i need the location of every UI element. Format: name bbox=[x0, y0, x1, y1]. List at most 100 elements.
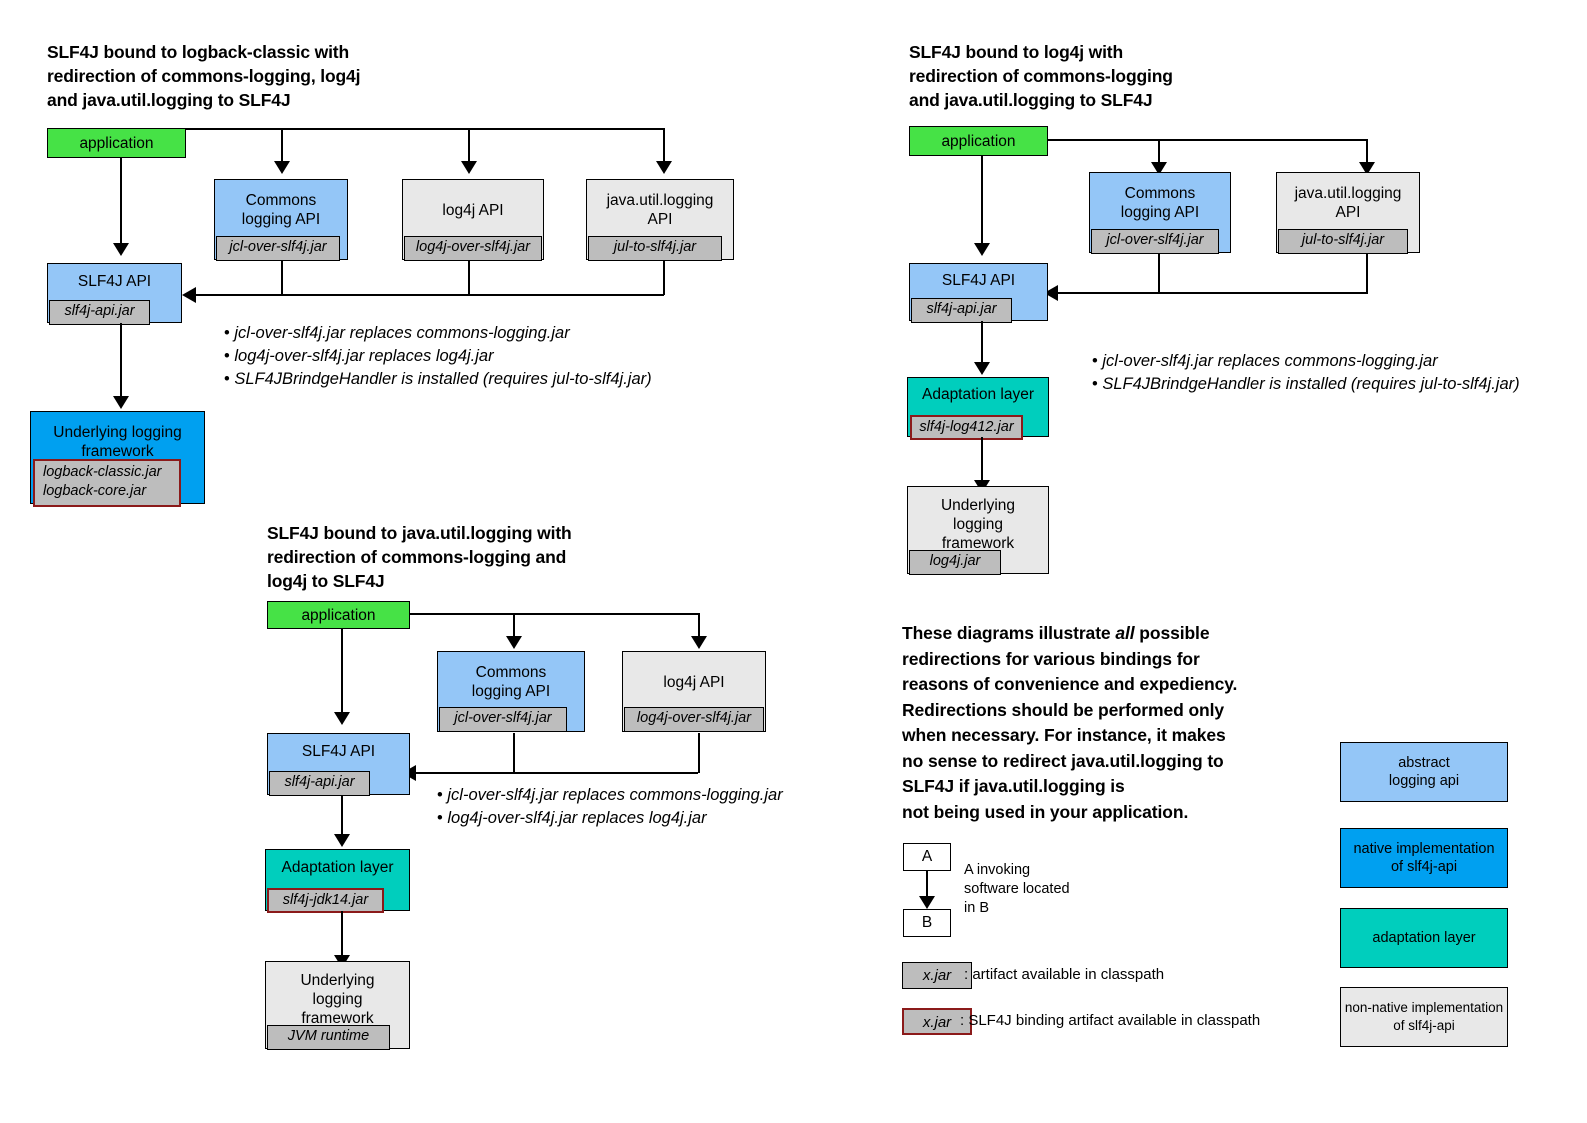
logback-bus-top-drop-commons bbox=[281, 128, 283, 166]
logback-bus-top-drop-jul bbox=[663, 128, 665, 166]
jul-underlying-jar-chip: JVM runtime bbox=[267, 1025, 390, 1050]
logback-jul-jar-chip: jul-to-slf4j.jar bbox=[588, 236, 722, 261]
jul-log4j-api-label: log4j API bbox=[663, 674, 725, 691]
legend-swatch-adaptation-layer: adaptation layer bbox=[1340, 908, 1508, 968]
log4j-slf4j-api-label: SLF4J API bbox=[941, 272, 1016, 289]
jul-notes-list: jcl-over-slf4j.jar replaces commons-logg… bbox=[437, 784, 782, 830]
jul-slf4j-api-jar-chip: slf4j-api.jar bbox=[269, 771, 370, 796]
jul-bus-top bbox=[410, 613, 700, 615]
log4j-application-node: application bbox=[909, 126, 1048, 156]
log4j-commons-logging-api-label: Commons logging API bbox=[1120, 185, 1200, 221]
log4j-bus-top bbox=[1048, 139, 1368, 141]
legend-node-b-label: B bbox=[921, 914, 933, 931]
logback-note-1: jcl-over-slf4j.jar replaces commons-logg… bbox=[224, 322, 652, 345]
log4j-slf4j-api-jar-chip: slf4j-api.jar bbox=[911, 298, 1012, 323]
legend-swatch-abstract-logging-api-label: abstract logging api bbox=[1388, 755, 1460, 789]
log4j-note-2: SLF4JBrindgeHandler is installed (requir… bbox=[1092, 373, 1519, 396]
logback-application-node: application bbox=[47, 128, 186, 158]
log4j-adaptation-layer-label: Adaptation layer bbox=[921, 386, 1035, 403]
legend-invoke-caption: A invoking software located in B bbox=[964, 862, 1070, 916]
legend-swatch-non-native-implementation-label: non-native implementation of slf4j-api bbox=[1344, 1000, 1504, 1033]
logback-note-3: SLF4JBrindgeHandler is installed (requir… bbox=[224, 368, 651, 391]
log4j-return-riser-commons bbox=[1158, 254, 1160, 293]
jul-application-to-slf4j-line bbox=[341, 629, 343, 715]
legend-artifact-chip: x.jar bbox=[902, 962, 972, 989]
logback-diagram-title: SLF4J bound to logback-classic with redi… bbox=[47, 42, 361, 110]
log4j-bus-top-drop-jul bbox=[1366, 139, 1368, 167]
log4j-note-1: jcl-over-slf4j.jar replaces commons-logg… bbox=[1092, 350, 1520, 373]
log4j-adaptation-to-underlying-line bbox=[981, 437, 983, 483]
log4j-bus-return bbox=[1058, 292, 1368, 294]
log4j-commons-jar-chip: jcl-over-slf4j.jar bbox=[1091, 229, 1219, 254]
jul-return-riser-commons bbox=[513, 733, 515, 773]
logback-return-riser-log4j bbox=[468, 261, 470, 295]
jul-arrow-to-log4j bbox=[691, 636, 707, 649]
logback-arrow-slf4j-to-underlying bbox=[113, 396, 129, 409]
legend-swatch-non-native-implementation: non-native implementation of slf4j-api bbox=[1340, 987, 1508, 1047]
logback-application-to-slf4j-line bbox=[120, 158, 122, 246]
logback-arrow-to-log4j bbox=[461, 161, 477, 174]
jul-bus-top-drop-log4j bbox=[698, 613, 700, 641]
logback-bus-top-drop-log4j bbox=[468, 128, 470, 166]
jul-underlying-framework-label: Underlying logging framework bbox=[300, 972, 375, 1027]
log4j-jul-api-label: java.util.logging API bbox=[1294, 185, 1402, 221]
jul-commons-logging-api-label: Commons logging API bbox=[471, 664, 551, 700]
explanation-emphasis: all bbox=[1115, 623, 1135, 643]
explanation-part2: possible redirections for various bindin… bbox=[902, 623, 1238, 822]
legend-invoke-line bbox=[926, 871, 928, 899]
jul-log4j-jar-chip: log4j-over-slf4j.jar bbox=[624, 707, 764, 732]
logback-arrow-to-jul bbox=[656, 161, 672, 174]
logback-log4j-api-label: log4j API bbox=[442, 202, 504, 219]
jul-application-node: application bbox=[267, 601, 410, 629]
jul-arrow-to-commons bbox=[506, 636, 522, 649]
logback-note-2: log4j-over-slf4j.jar replaces log4j.jar bbox=[224, 345, 652, 368]
log4j-underlying-jar-chip: log4j.jar bbox=[909, 550, 1001, 575]
legend-node-a: A bbox=[903, 843, 951, 871]
log4j-arrow-to-commons bbox=[1151, 162, 1167, 175]
logback-notes-list: jcl-over-slf4j.jar replaces commons-logg… bbox=[224, 322, 652, 391]
jul-adaptation-jar-chip: slf4j-jdk14.jar bbox=[267, 888, 384, 913]
jul-bus-top-drop-commons bbox=[513, 613, 515, 641]
logback-arrow-return-to-slf4j bbox=[182, 287, 196, 303]
logback-jul-api-label: java.util.logging API bbox=[606, 192, 714, 228]
log4j-application-label: application bbox=[941, 133, 1016, 150]
logback-return-riser-commons bbox=[281, 261, 283, 295]
log4j-adaptation-jar-chip: slf4j-log412.jar bbox=[910, 415, 1023, 440]
logback-arrow-application-to-slf4j bbox=[113, 243, 129, 256]
logback-slf4j-api-label: SLF4J API bbox=[77, 273, 152, 290]
logback-application-label: application bbox=[79, 135, 154, 152]
jul-application-label: application bbox=[301, 607, 376, 624]
legend-invoke-arrow bbox=[919, 896, 935, 909]
legend-artifact-caption: : artifact available in classpath bbox=[964, 966, 1165, 983]
legend-binding-chip: x.jar bbox=[902, 1008, 972, 1035]
jul-arrow-slf4j-to-adaptation bbox=[334, 834, 350, 847]
logback-bus-return bbox=[196, 294, 664, 296]
log4j-underlying-framework-label: Underlying logging framework bbox=[940, 497, 1016, 552]
log4j-notes-list: jcl-over-slf4j.jar replaces commons-logg… bbox=[1092, 350, 1520, 396]
log4j-return-riser-jul bbox=[1366, 254, 1368, 293]
logback-return-riser-jul bbox=[663, 261, 665, 295]
log4j-bus-top-drop-commons bbox=[1158, 139, 1160, 167]
jul-slf4j-to-adaptation-line bbox=[341, 795, 343, 837]
legend-swatch-abstract-logging-api: abstract logging api bbox=[1340, 742, 1508, 802]
explanation-paragraph: These diagrams illustrate all possible r… bbox=[902, 621, 1332, 825]
logback-bus-top bbox=[186, 128, 664, 130]
legend-swatch-native-implementation-label: native implementation of slf4j-api bbox=[1353, 841, 1495, 875]
logback-arrow-to-commons bbox=[274, 161, 290, 174]
legend-node-b: B bbox=[903, 909, 951, 937]
legend-swatch-native-implementation: native implementation of slf4j-api bbox=[1340, 828, 1508, 888]
log4j-arrow-application-to-slf4j bbox=[974, 243, 990, 256]
log4j-arrow-to-jul bbox=[1359, 162, 1375, 175]
logback-commons-logging-api-label: Commons logging API bbox=[241, 192, 321, 228]
jul-bus-return bbox=[416, 772, 698, 774]
log4j-arrow-slf4j-to-adaptation bbox=[974, 362, 990, 375]
logback-slf4j-to-underlying-line bbox=[120, 323, 122, 399]
logback-commons-jar-chip: jcl-over-slf4j.jar bbox=[216, 236, 340, 261]
log4j-diagram-title: SLF4J bound to log4j with redirection of… bbox=[909, 42, 1173, 110]
legend-swatch-adaptation-layer-label: adaptation layer bbox=[1372, 930, 1476, 946]
log4j-slf4j-to-adaptation-line bbox=[981, 321, 983, 365]
jul-arrow-application-to-slf4j bbox=[334, 712, 350, 725]
jul-adaptation-to-underlying-line bbox=[341, 911, 343, 958]
jul-slf4j-api-label: SLF4J API bbox=[301, 743, 376, 760]
